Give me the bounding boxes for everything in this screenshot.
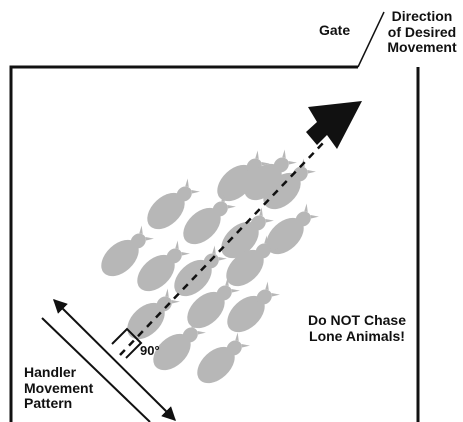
handler-label: Handler Movement Pattern [24, 364, 94, 412]
handler-label-line-2: Movement [24, 379, 94, 396]
handler-path-line-lower [41, 317, 151, 422]
animal-icon [190, 328, 254, 391]
herd [94, 145, 323, 391]
direction-label-line-3: Movement [387, 39, 457, 56]
animal-icon [220, 277, 284, 340]
pen-wall-left-top [9, 65, 358, 422]
gate-label: Gate [319, 22, 351, 38]
direction-label-line-1: Direction [391, 8, 453, 24]
gate-line [357, 11, 385, 68]
direction-dashed-line [119, 140, 326, 356]
warning-label: Do NOT Chase Lone Animals! [287, 312, 427, 344]
handler-label-line-1: Handler [24, 364, 77, 380]
angle-label: 90° [140, 343, 160, 358]
warning-label-line-1: Do NOT Chase [307, 312, 406, 328]
direction-label: Direction of Desired Movement [381, 8, 463, 56]
right-angle-icon [111, 327, 143, 359]
direction-label-line-2: of Desired [387, 23, 457, 40]
warning-label-line-2: Lone Animals! [309, 327, 405, 344]
handler-label-line-3: Pattern [24, 395, 73, 412]
handler-path-arrow-icon [53, 299, 176, 421]
direction-arrow-icon [306, 101, 362, 149]
